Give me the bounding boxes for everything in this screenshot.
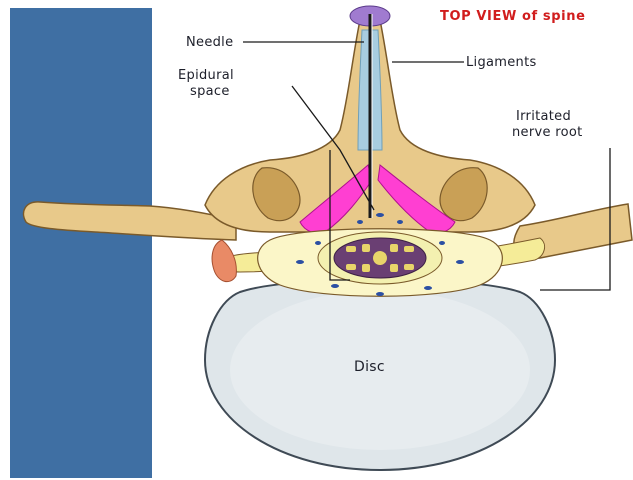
irritated-nerve-label-line2: nerve root [512,125,582,140]
irritated-nerve-label-line1: Irritated [516,109,571,124]
ligaments-label: Ligaments [466,55,537,70]
inflamed-nerve-tissue [212,240,236,282]
side-panel [10,8,152,478]
disc-label: Disc [354,360,385,375]
epidural-label-line1: Epidural [178,68,234,83]
diagram-title: TOP VIEW of spine [440,9,586,24]
needle-label: Needle [186,35,233,50]
epidural-label-line2: space [190,84,230,99]
